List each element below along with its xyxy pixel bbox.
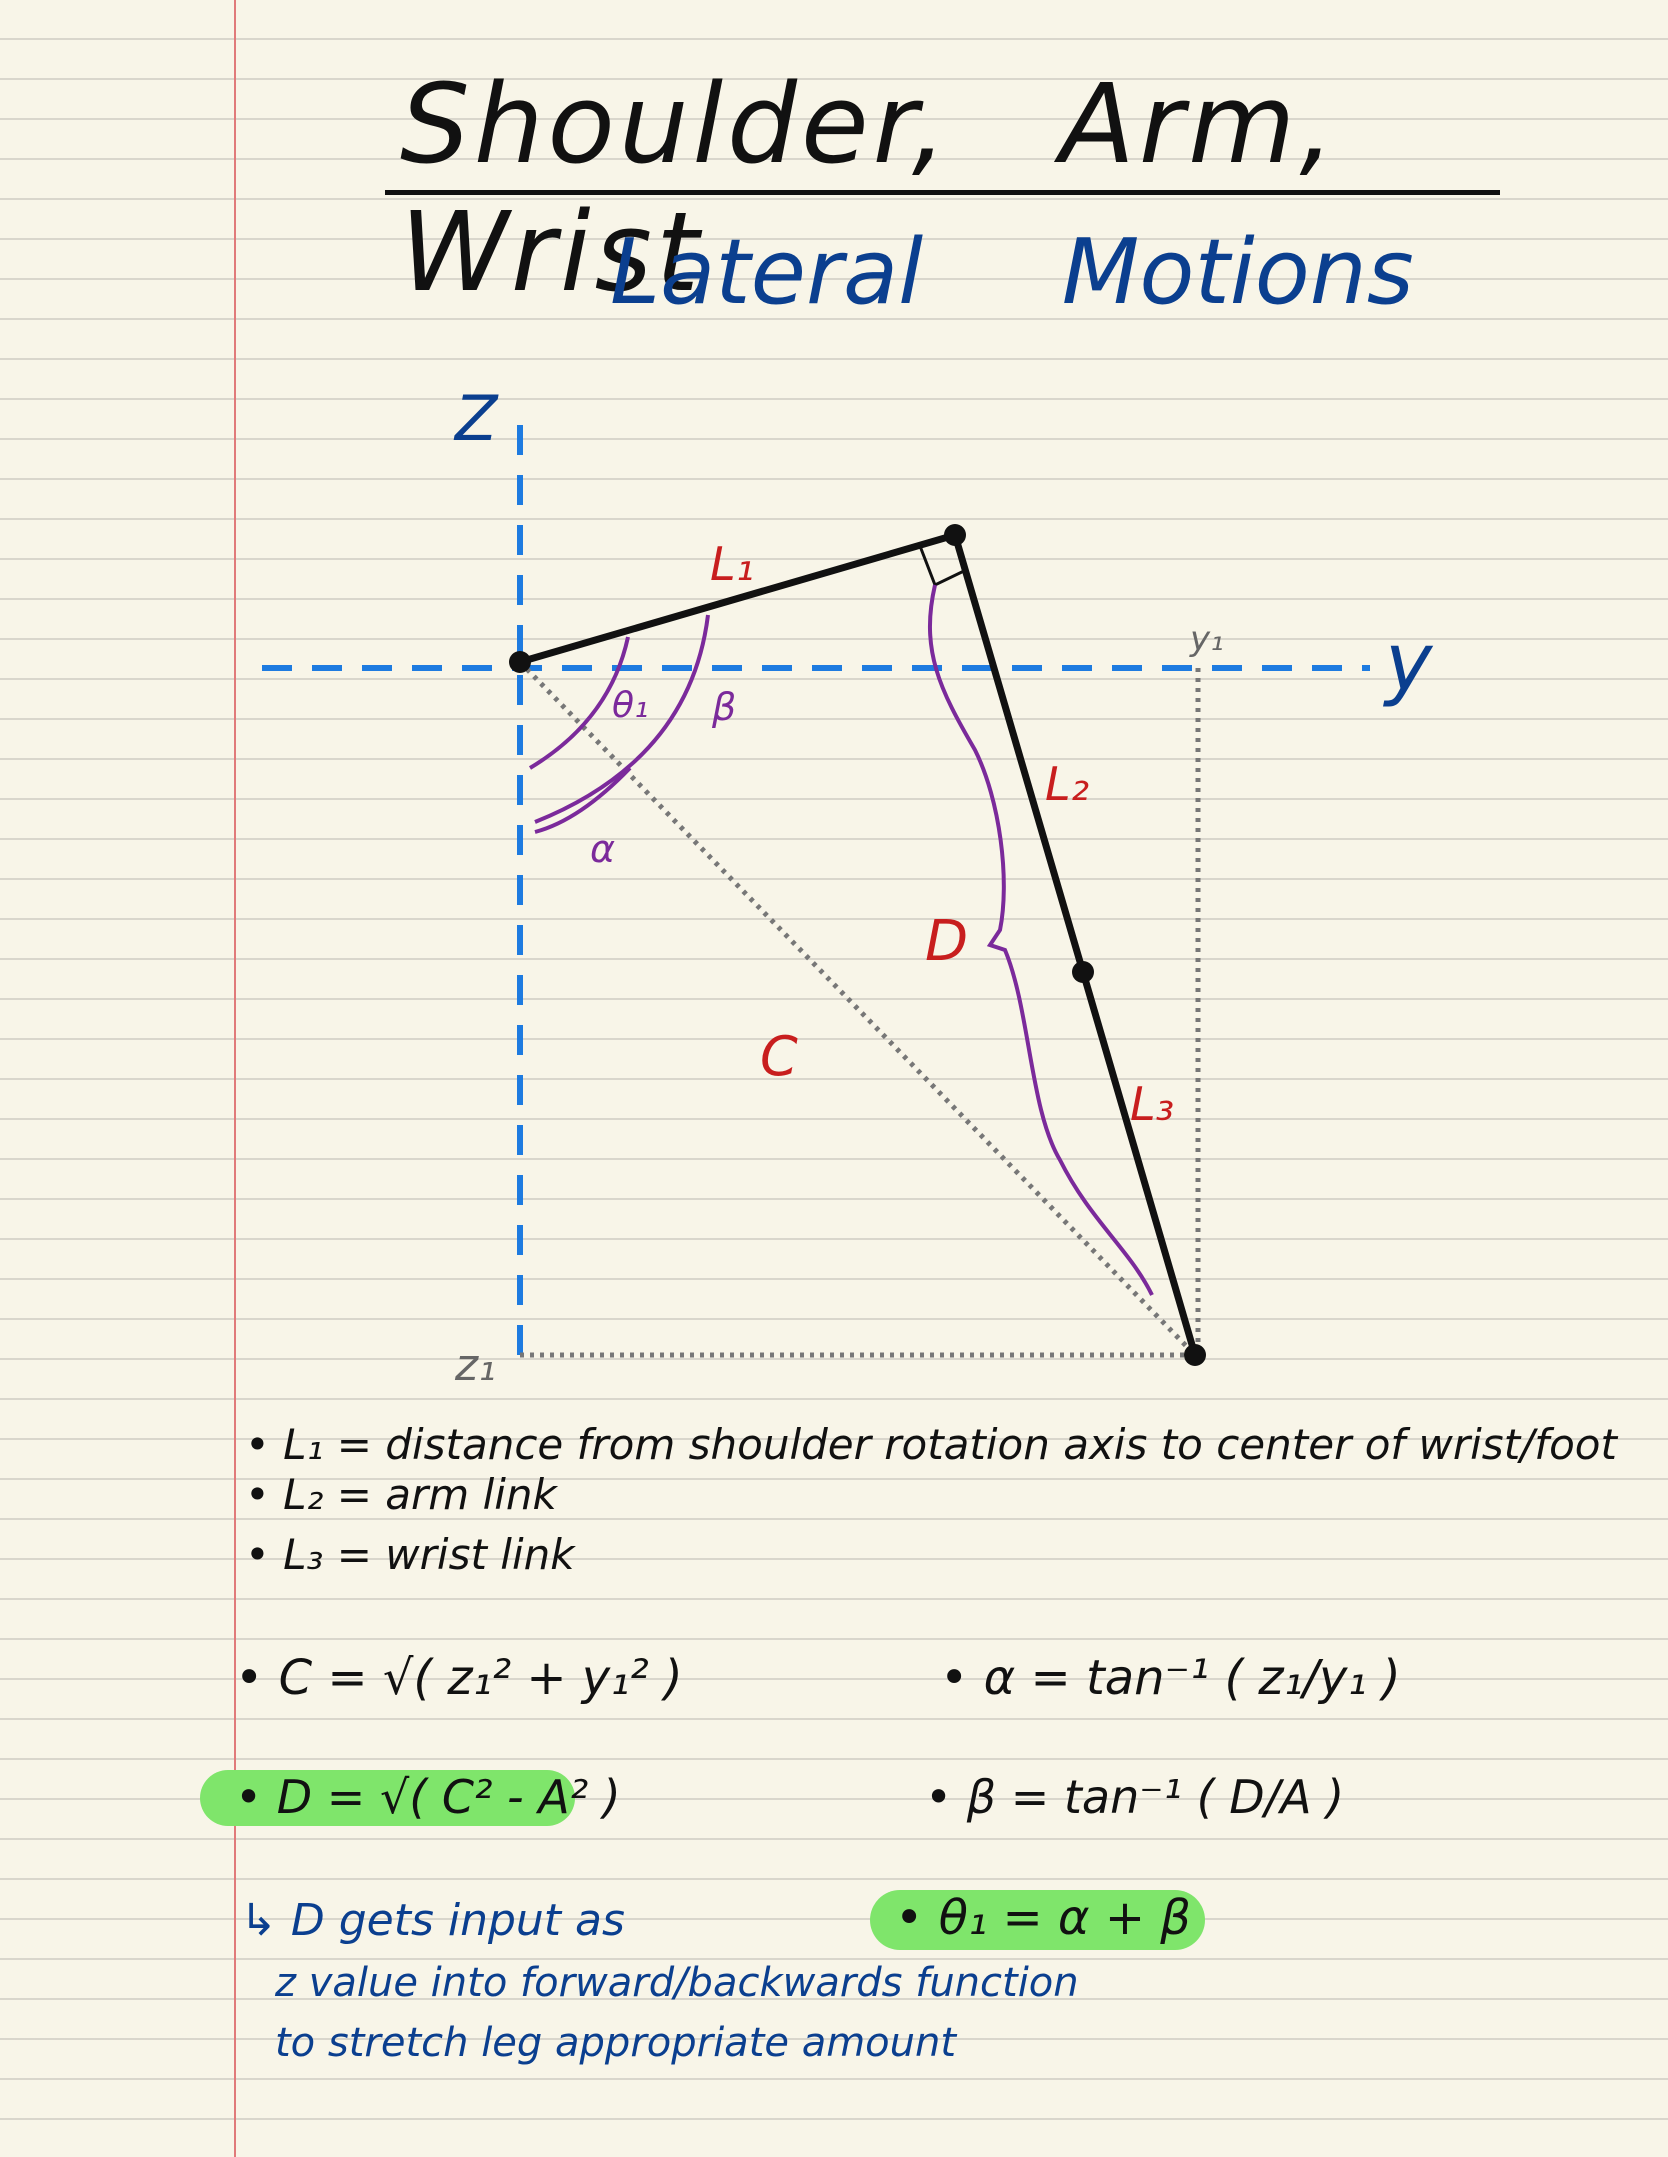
title-arm: Arm, [1059,60,1339,188]
footnote-line2: z value into forward/backwards function [275,1960,1079,2006]
footnote-line1: ↳ D gets input as [240,1895,625,1946]
definition-l1-eq: = [336,1420,372,1469]
axis-z-label: Z [453,382,499,455]
c-line [518,660,1197,1357]
definition-l2-text: arm link [385,1470,557,1519]
page-title: Shoulder, Arm, Wrist [400,60,1668,316]
l1-label: L₁ [710,537,754,591]
highlight-d-formula [200,1770,575,1826]
theta1-label: θ₁ [612,685,648,726]
definition-l1: • L₁ = distance from shoulder rotation a… [245,1420,1617,1469]
formula-alpha: • α = tan⁻¹ ( z₁/y₁ ) [940,1650,1401,1706]
alpha-arc [534,766,632,834]
axis-y-label: y [1383,616,1434,709]
c-label: C [760,1025,798,1088]
link-l3 [1079,971,1199,1356]
definition-l2: • L₂ = arm link [245,1470,557,1519]
l2-label: L₂ [1045,757,1089,811]
d-label: D [925,909,968,974]
definition-l1-symbol: L₁ [283,1420,324,1469]
foot-point [1184,1344,1206,1366]
subtitle-lateral: Lateral [610,220,924,325]
wrist-joint [1072,961,1094,983]
definition-l3-symbol: L₃ [283,1530,324,1579]
formula-beta: • β = tan⁻¹ ( D/A ) [925,1770,1345,1824]
theta1-arc [528,636,630,770]
title-wrist: Wrist [400,188,704,316]
link-l2 [951,534,1087,973]
alpha-label: α [590,827,615,871]
beta-arc [534,614,710,824]
definition-l3: • L₃ = wrist link [245,1530,575,1579]
shoulder-joint [509,651,531,673]
subtitle-motions: Motions [1061,220,1414,325]
title-shoulder: Shoulder, [400,60,951,188]
definition-l2-symbol: L₂ [283,1470,324,1519]
notebook-margin-line [234,0,236,2157]
beta-label: β [711,685,736,729]
definition-l3-text: wrist link [385,1530,575,1579]
page-subtitle: Lateral Motions [610,220,1524,325]
definition-l3-eq: = [336,1530,372,1579]
y1-label: y₁ [1189,619,1224,659]
definition-l1-text: distance from shoulder rotation axis to … [385,1420,1617,1469]
formula-d: • D = √( C² - A² ) [235,1770,621,1824]
d-brace [927,584,1154,1296]
formula-c: • C = √( z₁² + y₁² ) [235,1650,683,1706]
z1-label: z₁ [454,1340,496,1391]
footnote-line3: to stretch leg appropriate amount [275,2020,957,2066]
link-l1 [519,531,956,666]
definition-l2-eq: = [336,1470,372,1519]
formula-theta: • θ₁ = α + β [895,1890,1191,1946]
arm-joint [944,524,966,546]
l3-label: L₃ [1130,1077,1174,1131]
highlight-theta-formula [870,1890,1205,1950]
title-underline [385,190,1500,195]
